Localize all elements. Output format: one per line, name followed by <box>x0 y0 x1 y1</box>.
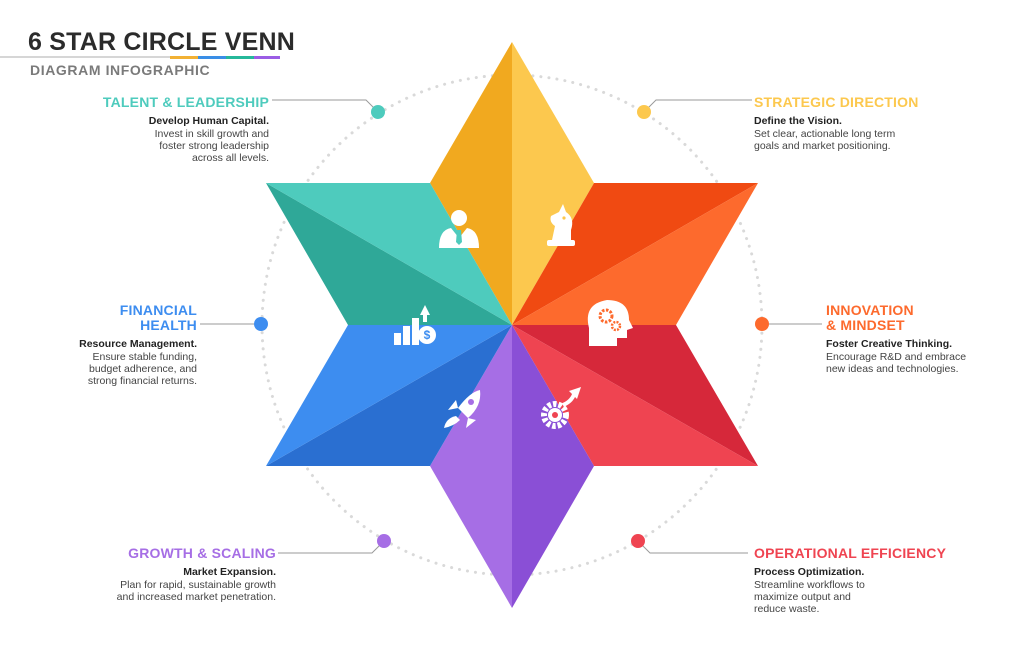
money-icon-bar-2 <box>403 326 410 345</box>
chess-knight-icon <box>547 204 575 246</box>
segment-title-line: INNOVATION <box>826 302 914 318</box>
star-piece-top-right <box>512 42 594 325</box>
segment-description-line: Ensure stable funding, <box>92 351 198 363</box>
star-shape <box>266 42 758 608</box>
brain-icon-head <box>587 300 633 346</box>
knight-icon-base <box>547 240 575 246</box>
segment-title-strategic: STRATEGIC DIRECTION <box>754 94 919 110</box>
gear-icon-center <box>552 412 558 418</box>
title-accent-bar-3 <box>226 56 254 59</box>
rocket-icon <box>444 390 481 428</box>
knight-icon-eye <box>562 216 566 220</box>
leader-dot-financial <box>254 317 268 331</box>
money-icon-dollar: $ <box>424 328 431 342</box>
rocket-icon-fin-right <box>466 418 476 428</box>
segment-description-line: Encourage R&D and embrace <box>826 351 967 363</box>
rocket-icon-flame <box>444 416 460 428</box>
star-piece-bottom-left <box>430 325 512 608</box>
leader-dot-growth <box>377 534 391 548</box>
segment-description-line: Streamline workflows to <box>754 579 865 591</box>
leader-dot-operational <box>631 534 645 548</box>
text-block-innovation: INNOVATION& MINDSET Foster Creative Think… <box>826 303 967 376</box>
knight-icon-body <box>550 204 573 240</box>
segment-subtitle-growth: Market Expansion. <box>183 566 276 578</box>
segment-subtitle-talent: Develop Human Capital. <box>148 115 269 127</box>
segment-subtitle-operational: Process Optimization. <box>754 566 865 578</box>
leader-dot-talent <box>371 105 385 119</box>
page-subtitle: DIAGRAM INFOGRAPHIC <box>30 62 211 78</box>
segment-title-operational: OPERATIONAL EFFICIENCY <box>754 545 947 561</box>
money-icon-arrow-head <box>420 305 430 315</box>
money-growth-icon: $ <box>394 305 436 345</box>
segment-title-innovation: INNOVATION& MINDSET <box>826 303 966 333</box>
gear-arrow-icon <box>541 387 581 429</box>
leader-line-strategic <box>643 99 752 113</box>
user-icon-head <box>451 210 467 226</box>
title-accent-bar-4 <box>254 56 280 59</box>
segment-title-line: & MINDSET <box>826 317 905 333</box>
money-icon-coin <box>418 326 436 344</box>
page-title: 6 STAR CIRCLE VENN <box>28 28 296 56</box>
segment-description-line: maximize output and <box>754 591 851 603</box>
segment-title-growth: GROWTH & SCALING <box>128 545 276 561</box>
star-piece-left-middle <box>266 325 512 466</box>
title-accent-bar-2 <box>198 56 226 59</box>
star-piece-top-left-wing <box>266 183 512 325</box>
leader-line-operational <box>637 540 748 554</box>
leader-dot-innovation <box>755 317 769 331</box>
segment-description-line: Set clear, actionable long term <box>754 128 896 140</box>
star-piece-right-middle <box>512 183 758 325</box>
title-accent-bar-1 <box>170 56 198 59</box>
title-rule <box>0 56 280 58</box>
brain-gear-icon <box>587 300 633 346</box>
rocket-icon-window <box>468 399 474 405</box>
segment-description-line: budget adherence, and <box>88 363 197 375</box>
text-block-strategic: STRATEGIC DIRECTION Define the Vision.Set… <box>754 94 919 153</box>
leader-line-talent <box>272 99 379 113</box>
segment-description-line: goals and market positioning. <box>754 140 891 152</box>
money-icon-bar-3 <box>412 318 419 345</box>
text-block-talent: TALENT & LEADERSHIP Develop Human Capital… <box>102 94 269 165</box>
segment-description-line: Invest in skill growth and <box>154 128 269 140</box>
brain-icon-gear-1 <box>598 308 614 324</box>
segment-description-line: new ideas and technologies. <box>826 363 959 375</box>
money-icon-arrow-stem <box>423 314 427 322</box>
segment-description-line: across all levels. <box>191 152 269 164</box>
segment-title-line: HEALTH <box>140 317 197 333</box>
leader-dot-strategic <box>637 105 651 119</box>
leader-lines <box>200 99 822 554</box>
segment-description-line: and increased market penetration. <box>116 591 276 603</box>
brain-icon-gear-2 <box>610 320 622 332</box>
segment-icons: $ <box>394 204 633 429</box>
user-icon <box>439 210 479 248</box>
star-piece-top-left <box>430 42 512 325</box>
segment-description-line: strong financial returns. <box>87 375 197 387</box>
segment-description-line: reduce waste. <box>754 603 820 615</box>
rocket-icon-fin-left <box>448 400 458 410</box>
segment-description-line: Plan for rapid, sustainable growth <box>120 579 276 591</box>
gear-icon-arrow-head <box>569 387 581 399</box>
segment-subtitle-strategic: Define the Vision. <box>754 115 842 127</box>
segment-title-line: FINANCIAL <box>119 302 197 318</box>
star-piece-bottom-middle <box>512 325 594 608</box>
text-block-growth: GROWTH & SCALING Market Expansion.Plan fo… <box>116 545 276 604</box>
segment-subtitle-financial: Resource Management. <box>79 338 197 350</box>
gear-icon-teeth <box>541 401 569 429</box>
segment-description-line: foster strong leadership <box>159 140 269 152</box>
text-block-operational: OPERATIONAL EFFICIENCY Process Optimizati… <box>754 545 947 616</box>
segment-title-talent: TALENT & LEADERSHIP <box>102 94 269 110</box>
leader-line-growth <box>278 540 385 554</box>
money-icon-bar-1 <box>394 333 401 345</box>
user-icon-tie <box>456 230 462 245</box>
segment-subtitle-innovation: Foster Creative Thinking. <box>826 338 953 350</box>
